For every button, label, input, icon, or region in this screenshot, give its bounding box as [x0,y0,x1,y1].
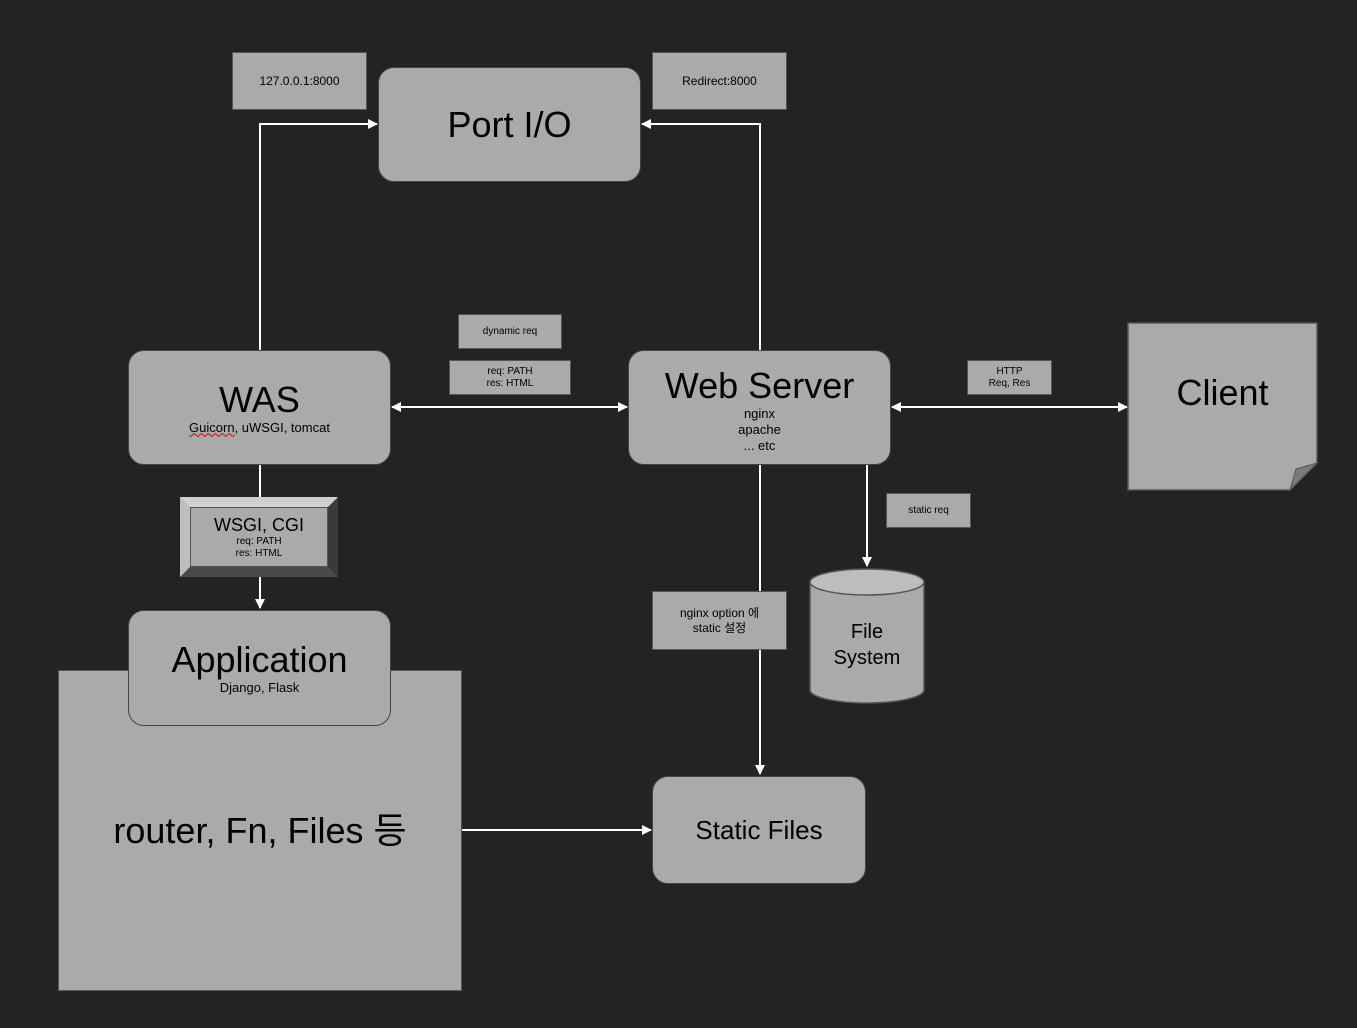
wsgi-res-text: res: HTML [235,548,283,559]
file-system-node: File System [810,600,924,690]
was-subtitle-guicorn: Guicorn [189,419,235,435]
edge-webserver-to-port [641,119,761,350]
wsgi-node: WSGI, CGI req: PATH res: HTML [180,497,338,577]
redirect-label: Redirect:8000 [652,52,787,110]
was-subtitle: Guicorn, uWSGI, tomcat [189,420,330,436]
was-subtitle-rest: , uWSGI, tomcat [234,419,330,435]
nginx-option-text: nginx option 에 [679,605,760,620]
client-title: Client [1176,372,1269,413]
http-text: HTTP [996,365,1023,377]
static-files-node: Static Files [652,776,866,884]
wsgi-title: WSGI, CGI [214,515,304,535]
edge-was-to-port [259,119,378,350]
web-server-etc: ... etc [743,437,776,453]
res-html-text: res: HTML [486,377,534,389]
wsgi-inner: WSGI, CGI req: PATH res: HTML [190,507,328,567]
req-res-label: req: PATH res: HTML [449,360,571,395]
req-res-text: Req, Res [988,377,1031,389]
router-title: router, Fn, Files 등 [113,809,407,851]
static-files-title: Static Files [695,815,823,845]
web-server-title: Web Server [664,364,855,406]
static-req-text: static req [908,504,949,516]
dynamic-req-label: dynamic req [458,314,562,349]
dynamic-req-text: dynamic req [482,325,538,337]
application-node: Application Django, Flask [128,610,391,726]
static-req-label: static req [886,493,971,528]
wsgi-req-text: req: PATH [236,536,282,547]
was-title: WAS [219,378,300,420]
port-io-title: Port I/O [447,103,572,145]
static-setting-text: static 설정 [692,620,747,635]
file-system-line1: File [850,621,884,643]
http-label: HTTP Req, Res [967,360,1052,395]
application-title: Application [171,639,348,680]
redirect-text: Redirect:8000 [682,74,757,88]
was-node: WAS Guicorn, uWSGI, tomcat [128,350,391,465]
req-path-text: req: PATH [487,365,533,377]
web-server-nginx: nginx [743,405,776,421]
port-io-node: Port I/O [378,67,641,182]
localhost-label: 127.0.0.1:8000 [232,52,367,110]
file-system-line2: System [833,647,901,669]
web-server-apache: apache [738,421,781,437]
file-system-cylinder [809,568,925,704]
client-node: Client [1128,323,1317,463]
localhost-text: 127.0.0.1:8000 [259,74,340,88]
application-subtitle: Django, Flask [219,680,300,695]
client-note-shape [1127,322,1319,492]
web-server-node: Web Server nginx apache ... etc [628,350,891,465]
nginx-option-label: nginx option 에 static 설정 [652,591,787,650]
